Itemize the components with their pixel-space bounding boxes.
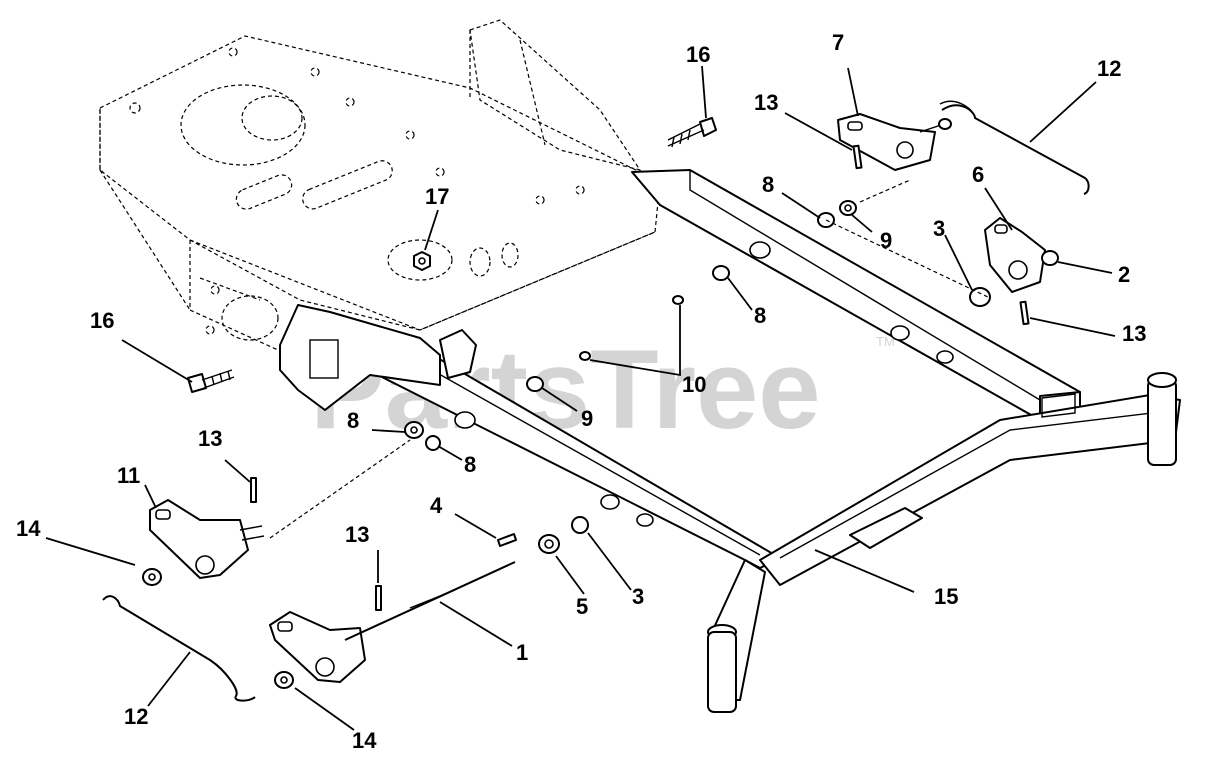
callout-4: 4	[430, 493, 443, 518]
callout-11: 11	[117, 463, 140, 488]
callout-15: 15	[934, 584, 958, 609]
callout-8-upper: 8	[762, 172, 774, 197]
main-frame	[279, 169, 1181, 713]
bolt-upper	[667, 117, 717, 148]
callout-3-upper: 3	[933, 216, 945, 241]
pin-13-b	[1019, 300, 1030, 326]
callout-9-lower: 8	[347, 408, 359, 433]
watermark-trademark: TM	[876, 334, 895, 349]
arm-11	[149, 499, 265, 579]
callout-16-lower: 16	[90, 308, 114, 333]
callout-12-upper: 12	[1097, 56, 1121, 81]
arm-1	[269, 561, 516, 683]
key-4	[497, 533, 517, 547]
bushing-3-upper	[969, 287, 991, 307]
linkage-rod-12-lower	[102, 595, 256, 702]
callout-16-upper: 16	[686, 42, 710, 67]
callout-17: 17	[425, 184, 449, 209]
callout-14-upper: 14	[16, 516, 41, 541]
linkage-rod-12-upper	[939, 100, 1090, 195]
center-nut	[413, 251, 431, 271]
pin-13-a	[852, 144, 863, 170]
callout-1: 1	[516, 640, 528, 665]
pin-13-d	[375, 585, 382, 611]
callout-8-mid: 8	[754, 303, 766, 328]
pin-13-c	[250, 477, 257, 503]
callout-8-lower: 9	[581, 406, 593, 431]
ring-10-lower	[579, 351, 591, 361]
ring-10-upper	[672, 295, 684, 305]
callout-10: 10	[682, 372, 706, 397]
callout-5: 5	[576, 594, 588, 619]
bushing-3-lower	[571, 516, 589, 534]
bushing-8-left	[425, 435, 441, 451]
callout-7: 7	[832, 30, 844, 55]
callout-3-lower: 3	[632, 584, 644, 609]
callout-14-lower: 14	[352, 728, 377, 753]
callout-labels: 16 7 12 13 8 6 9 3 2 17 8 13 16 10 9 8 8…	[16, 30, 1146, 753]
callout-12-lower: 12	[124, 704, 148, 729]
chassis-plate	[99, 19, 661, 361]
callout-6: 6	[972, 162, 984, 187]
callout-13-left: 13	[198, 426, 222, 451]
callout-13-right: 13	[1122, 321, 1146, 346]
arm-7	[837, 113, 952, 171]
callout-13-lower: 13	[345, 522, 369, 547]
callout-9-upper: 9	[880, 228, 892, 253]
callout-13-upper: 13	[754, 90, 778, 115]
callout-8-left: 8	[464, 452, 476, 477]
bolt-lower	[187, 369, 235, 393]
callout-2: 2	[1118, 262, 1130, 287]
arm-6	[984, 217, 1059, 293]
bushing-8-mid	[712, 265, 730, 281]
leader-lines	[45, 65, 1116, 731]
bushing-8-lower	[526, 376, 544, 392]
